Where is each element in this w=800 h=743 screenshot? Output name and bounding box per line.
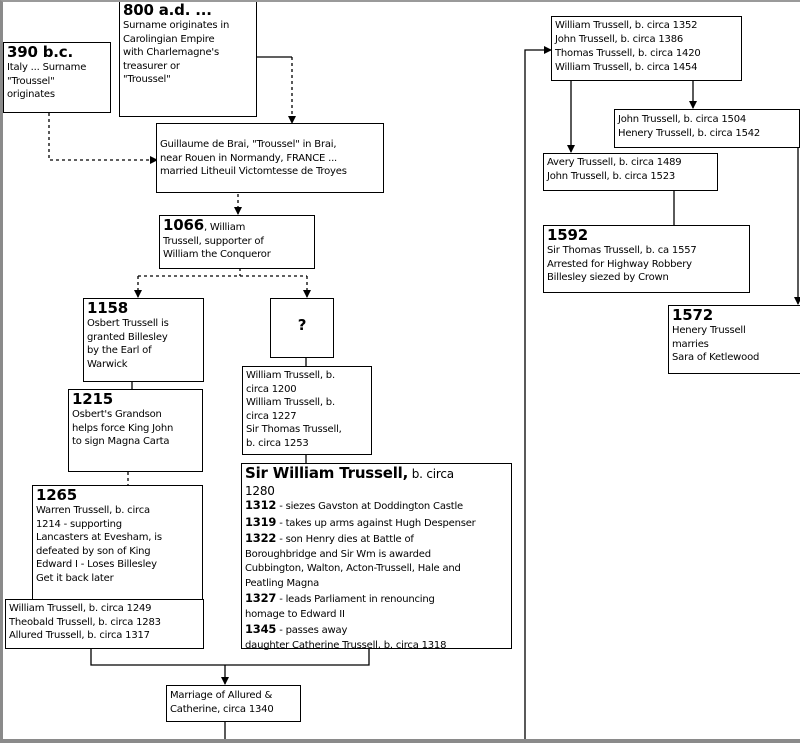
box-line: circa 1227 <box>246 410 297 422</box>
box-avery-1489: Avery Trussell, b. circa 1489 John Truss… <box>543 153 718 191</box>
box-line: Marriage of Allured & <box>170 690 273 701</box>
box-william-1200: William Trussell, b. circa 1200 William … <box>242 366 372 455</box>
event-1319: 1319 - takes up arms against Hugh Despen… <box>245 514 476 529</box>
box-1592: 1592 Sir Thomas Trussell, b. ca 1557 Arr… <box>543 225 750 293</box>
event-1312: 1312 - siezes Gavston at Doddington Cast… <box>245 498 464 512</box>
box-line: Get it back later <box>36 572 114 584</box>
dashed-connector <box>138 268 307 277</box>
box-title: 1265 <box>36 486 77 504</box>
box-unknown: ? <box>270 298 334 358</box>
birth-year: 1280 <box>245 483 275 498</box>
box-line: Warren Trussell, b. circa <box>36 505 150 516</box>
box-title-rest: b. circa <box>408 467 454 481</box>
box-line: Catherine, circa 1340 <box>170 703 274 715</box>
box-line: Boroughbridge and Sir Wm is awarded <box>245 548 431 560</box>
box-line: John Trussell, b. circa 1523 <box>547 170 676 182</box>
box-title: 1158 <box>87 299 128 317</box>
box-1158: 1158 Osbert Trussell is granted Billesle… <box>83 298 204 382</box>
box-line: circa 1200 <box>246 383 297 395</box>
box-line: married Litheuil Victomtesse de Troyes <box>160 166 347 177</box>
box-line: Warwick <box>87 358 128 370</box>
box-line: Italy ... Surname <box>7 62 87 73</box>
box-line: Sara of Ketlewood <box>672 352 760 363</box>
box-line: Carolingian Empire <box>123 33 215 45</box>
box-william-1352: William Trussell, b. circa 1352 John Tru… <box>551 16 742 81</box>
box-line: near Rouen in Normandy, FRANCE ... <box>160 152 338 164</box>
connector <box>90 648 370 666</box>
box-800-ad: 800 a.d. ... Surname originates in Carol… <box>119 1 257 117</box>
box-line: homage to Edward II <box>245 608 345 620</box>
box-line: William Trussell, b. <box>246 397 335 408</box>
box-title: 1592 <box>547 226 588 244</box>
box-line: treasurer or <box>123 60 180 72</box>
box-line: Osbert's Grandson <box>72 409 162 420</box>
box-line: William Trussell, b. <box>246 370 335 381</box>
box-1265: 1265 Warren Trussell, b. circa 1214 - su… <box>32 485 203 601</box>
box-line: originates <box>7 89 55 100</box>
box-line: Thomas Trussell, b. circa 1420 <box>555 48 701 59</box>
box-line: Arrested for Highway Robbery <box>547 258 692 270</box>
box-marriage: Marriage of Allured & Catherine, circa 1… <box>166 685 301 722</box>
box-1572: 1572 Henery Trussell marries Sara of Ket… <box>668 305 800 374</box>
box-line: Henery Trussell, b. circa 1542 <box>618 127 761 139</box>
box-line: 1214 - supporting <box>36 518 122 530</box>
box-line: Peatling Magna <box>245 577 320 589</box>
box-line: helps force King John <box>72 422 174 434</box>
box-title: 390 b.c. <box>7 43 73 61</box>
box-william-1249: William Trussell, b. circa 1249 Theobald… <box>5 599 204 649</box>
box-line: to sign Magna Carta <box>72 436 170 447</box>
box-390-bc: 390 b.c. Italy ... Surname "Troussel" or… <box>3 42 111 113</box>
box-line: Avery Trussell, b. circa 1489 <box>547 157 682 168</box>
box-line: William Trussell, b. circa 1352 <box>555 20 698 31</box>
box-line: Sir Thomas Trussell, <box>246 424 342 435</box>
box-line: Billesley siezed by Crown <box>547 272 669 283</box>
box-1066: 1066, William Trussell, supporter of Wil… <box>159 215 315 269</box>
box-line: with Charlemagne's <box>123 47 219 58</box>
box-title: 1572 <box>672 306 713 324</box>
box-title: ? <box>297 316 307 334</box>
box-line: Osbert Trussell is <box>87 318 169 329</box>
box-line: by the Earl of <box>87 345 152 356</box>
connector-lines <box>48 46 800 739</box>
box-sir-william-trussell: Sir William Trussell, b. circa 1280 1312… <box>241 463 512 651</box>
box-line: "Troussel" <box>123 74 171 85</box>
box-line: John Trussell, b. circa 1386 <box>555 34 684 45</box>
box-guillaume-de-brai: Guillaume de Brai, "Troussel" in Brai, n… <box>156 123 384 193</box>
box-line: Allured Trussell, b. circa 1317 <box>9 630 150 641</box>
box-line: b. circa 1253 <box>246 437 309 449</box>
event-1322: 1322 - son Henry dies at Battle of <box>245 531 414 545</box>
box-line: marries <box>672 338 709 350</box>
dashed-connector <box>48 113 158 164</box>
box-line: Cubbington, Walton, Acton-Trussell, Hale… <box>245 563 461 574</box>
box-line: Theobald Trussell, b. circa 1283 <box>9 616 161 628</box>
box-title: 800 a.d. ... <box>123 1 212 19</box>
box-1215: 1215 Osbert's Grandson helps force King … <box>68 389 203 472</box>
box-line: "Troussel" <box>7 75 55 87</box>
box-line: defeated by son of King <box>36 545 151 557</box>
box-line: William Trussell, b. circa 1454 <box>555 62 698 73</box>
box-line: Edward I - Loses Billesley <box>36 559 157 570</box>
box-john-1504: John Trussell, b. circa 1504 Henery Trus… <box>614 109 800 148</box>
box-line: Surname originates in <box>123 20 230 31</box>
box-title: 1066 <box>163 216 204 234</box>
box-line: granted Billesley <box>87 331 168 343</box>
event-1327: 1327 - leads Parliament in renouncing <box>245 591 435 605</box>
box-line: daughter Catherine Trussell, b. circa 13… <box>245 639 447 651</box>
box-line: Henery Trussell <box>672 325 746 336</box>
box-line: William the Conqueror <box>163 249 271 260</box>
box-line: Sir Thomas Trussell, b. ca 1557 <box>547 245 697 256</box>
box-line: Guillaume de Brai, "Troussel" in Brai, <box>160 139 337 150</box>
box-line: Trussell, supporter of <box>163 235 264 247</box>
box-title: Sir William Trussell, <box>245 464 409 482</box>
event-1345: 1345 - passes away <box>245 622 348 636</box>
box-title: 1215 <box>72 390 113 408</box>
box-title-rest: , William <box>203 222 246 233</box>
connector <box>524 46 552 739</box>
box-line: John Trussell, b. circa 1504 <box>618 114 747 125</box>
box-line: Lancasters at Evesham, is <box>36 532 162 543</box>
box-line: William Trussell, b. circa 1249 <box>9 603 152 614</box>
